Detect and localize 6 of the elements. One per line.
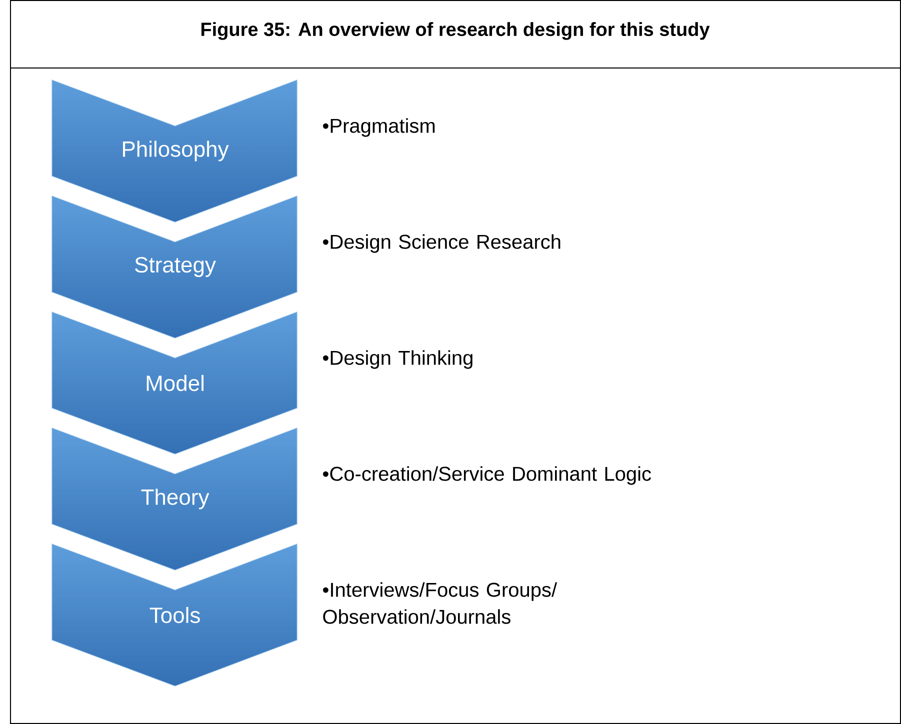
bullet-text: •Design Thinking <box>323 350 472 369</box>
bullet-text: •Co-creation/Service Dominant Logic <box>323 466 651 485</box>
bullet-text: •Design Science Research <box>323 234 560 253</box>
bullet-text: •Pragmatism <box>323 118 435 137</box>
figure-title: Figure 35: An overview of research design for this study <box>201 22 710 40</box>
bullet-text: •Interviews/Focus Groups/ Observation/Journals <box>323 582 558 624</box>
